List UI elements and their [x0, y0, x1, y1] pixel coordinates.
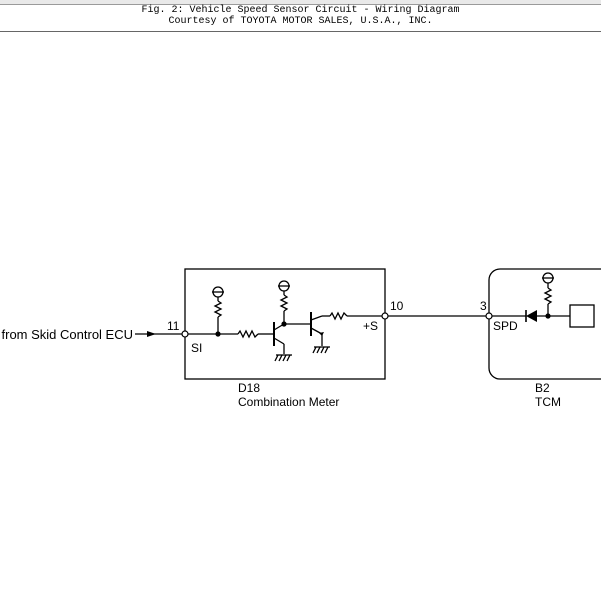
pullup-resistor-3	[543, 287, 553, 305]
combination-meter-connector: D18	[238, 381, 260, 395]
junction-dot-1	[215, 331, 221, 337]
window-top-strip	[0, 0, 601, 5]
tcm-connector: B2	[535, 381, 550, 395]
junction-dot-3	[545, 313, 551, 319]
caption-title: Fig. 2: Vehicle Speed Sensor Circuit - W…	[141, 5, 460, 16]
pin-plus-s-terminal	[381, 312, 389, 320]
tcm-receiver-icon	[569, 304, 595, 328]
pin-spd-terminal	[485, 312, 493, 320]
pin-out-name: +S	[363, 319, 378, 333]
tcm-pin-number: 3	[480, 299, 487, 313]
junction-dot-2	[281, 321, 287, 327]
input-source-label: from Skid Control ECU	[2, 327, 133, 342]
input-arrow-icon	[147, 331, 156, 337]
pullup-resistor-2	[279, 294, 289, 312]
pullup-resistor-1	[213, 300, 223, 318]
pin-in-name: SI	[191, 341, 202, 355]
pin-out-number: 10	[390, 299, 404, 313]
pin-in-number: 11	[167, 319, 180, 333]
figure-caption: Fig. 2: Vehicle Speed Sensor Circuit - W…	[0, 5, 601, 32]
tcm-name: TCM	[535, 395, 561, 409]
tcm-pin-name: SPD	[493, 319, 518, 333]
series-resistor-2	[329, 311, 348, 321]
series-resistor-1	[237, 329, 259, 339]
caption-courtesy: Courtesy of TOYOTA MOTOR SALES, U.S.A., …	[168, 16, 433, 27]
pin-si-terminal	[181, 330, 189, 338]
tcm-box	[488, 268, 601, 380]
combination-meter-name: Combination Meter	[238, 395, 339, 409]
combination-meter-box	[184, 268, 386, 380]
